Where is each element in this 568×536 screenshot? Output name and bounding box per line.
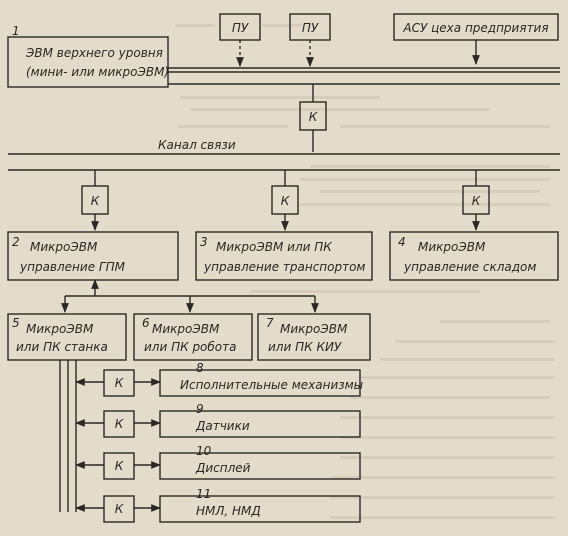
label-pu1: ПУ <box>232 21 249 35</box>
label-k11: К <box>115 502 124 516</box>
label-b11-text: НМЛ, НМД <box>196 504 261 518</box>
block-sensors <box>159 410 361 438</box>
block-k10 <box>103 452 135 480</box>
label-b4-line2: управление складом <box>403 260 536 274</box>
label-b8-text: Исполнительные механизмы <box>180 378 363 392</box>
label-asu: АСУ цеха предприятия <box>402 21 548 35</box>
label-k9: К <box>115 417 124 431</box>
label-b1-num: 1 <box>12 24 20 38</box>
label-b7-num: 7 <box>266 316 274 330</box>
label-b1-line2: (мини- или микроЭВМ) <box>26 65 169 79</box>
label-channel: Канал связи <box>158 138 236 152</box>
label-b1-line1: ЭВМ верхнего уровня <box>25 46 163 60</box>
block-transport-control <box>195 231 373 281</box>
label-b3-line1: МикроЭВМ или ПК <box>216 240 332 254</box>
block-storage <box>159 495 361 523</box>
block-machine-computer <box>7 313 127 361</box>
label-b4-num: 4 <box>398 235 406 249</box>
label-b2-line2: управление ГПМ <box>19 260 126 274</box>
block-k11 <box>103 495 135 523</box>
label-b5-line1: МикроЭВМ <box>26 322 94 336</box>
label-b11-num: 11 <box>196 487 211 501</box>
label-b10-num: 10 <box>196 444 212 458</box>
block-k8 <box>103 369 135 397</box>
label-b3-line2: управление транспортом <box>203 260 365 274</box>
block-k9 <box>103 410 135 438</box>
label-k2: К <box>91 194 100 208</box>
block-actuators <box>159 369 361 397</box>
block-upper-level-computer <box>7 36 169 88</box>
block-warehouse-control <box>389 231 559 281</box>
label-b6-line2: или ПК робота <box>144 340 236 354</box>
label-pu2: ПУ <box>302 21 319 35</box>
label-b2-line1: МикроЭВМ <box>30 240 98 254</box>
label-b6-line1: МикроЭВМ <box>152 322 220 336</box>
label-b5-num: 5 <box>12 316 20 330</box>
label-k-top: К <box>309 110 318 124</box>
label-b7-line1: МикроЭВМ <box>280 322 348 336</box>
block-robot-computer <box>133 313 253 361</box>
label-k10: К <box>115 459 124 473</box>
block-kiu-computer <box>257 313 371 361</box>
label-b9-text: Датчики <box>195 419 250 433</box>
label-b6-num: 6 <box>142 316 150 330</box>
label-b8-num: 8 <box>196 361 204 375</box>
label-k8: К <box>115 376 124 390</box>
label-b4-line1: МикроЭВМ <box>418 240 486 254</box>
block-display <box>159 452 361 480</box>
label-b9-num: 9 <box>196 402 204 416</box>
label-b2-num: 2 <box>12 235 20 249</box>
label-k3: К <box>281 194 290 208</box>
label-b3-num: 3 <box>200 235 208 249</box>
label-b7-line2: или ПК КИУ <box>268 340 342 354</box>
label-k4: К <box>472 194 481 208</box>
label-b5-line2: или ПК станка <box>16 340 108 354</box>
label-b10-text: Дисплей <box>195 461 251 475</box>
